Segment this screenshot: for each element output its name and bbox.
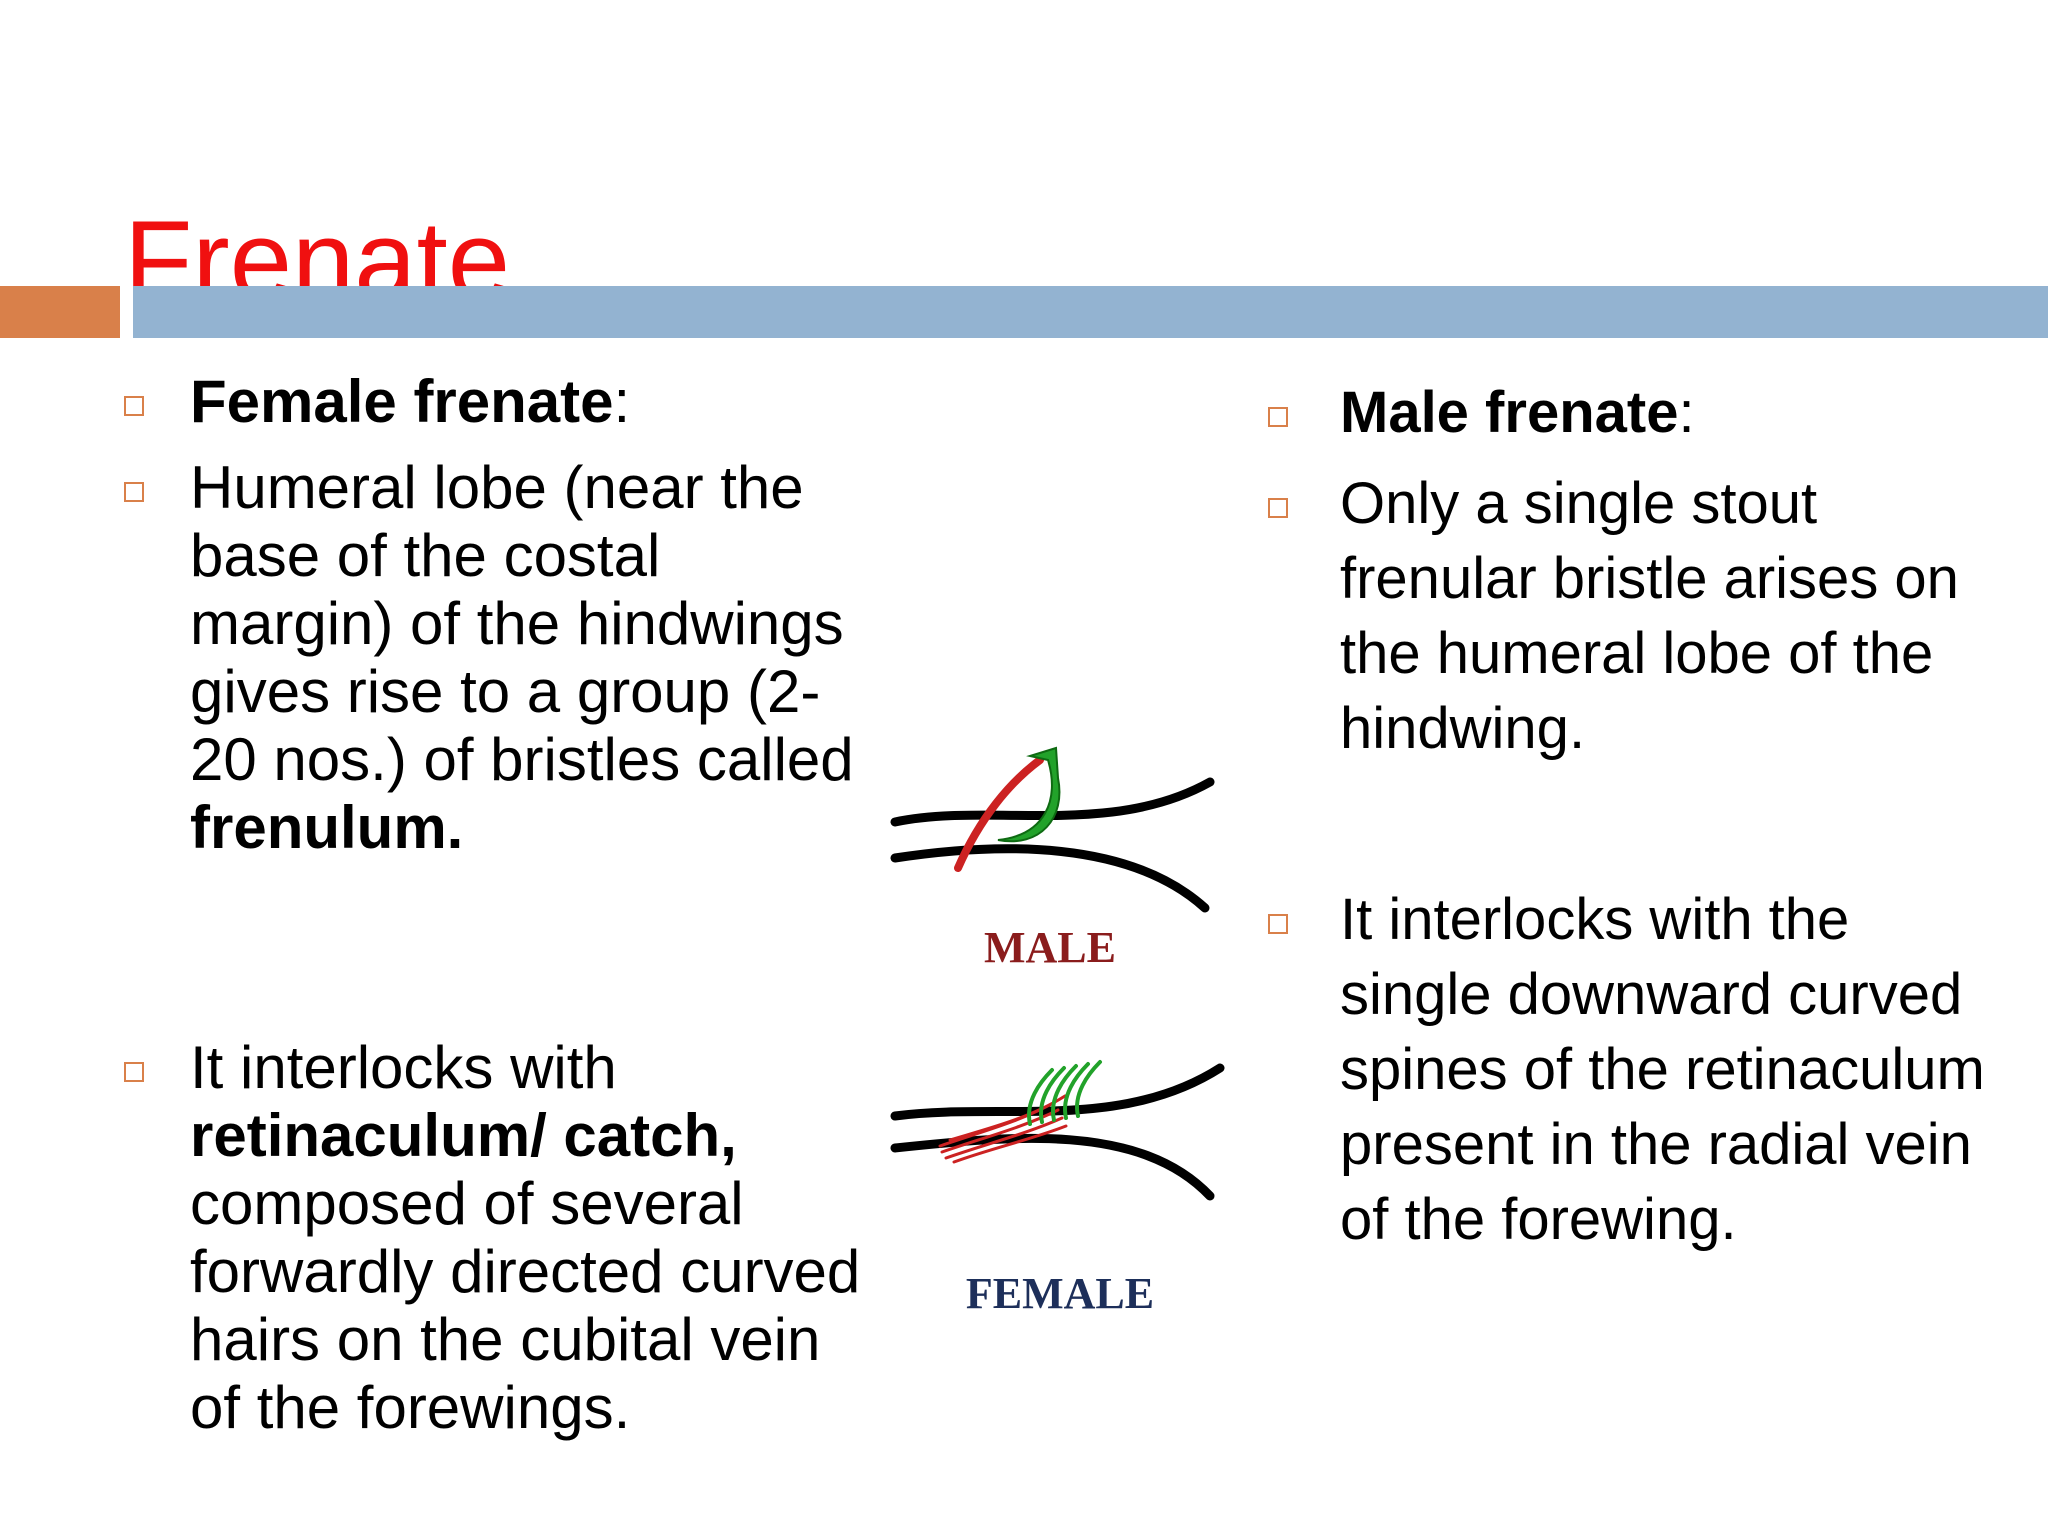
female-interlock-item: It interlocks with retinaculum/ catch, c… — [124, 1034, 864, 1442]
female-interlock-prefix: It interlocks with — [190, 1034, 617, 1101]
bullet-square-icon — [124, 396, 144, 416]
male-interlock-item: It interlocks with the single downward c… — [1268, 882, 2008, 1257]
female-description-item: Humeral lobe (near the base of the costa… — [124, 454, 864, 862]
female-frenulum-bristles — [938, 1094, 1068, 1164]
female-heading-colon: : — [613, 368, 631, 435]
male-interlock-text: It interlocks with the single downward c… — [1340, 887, 1985, 1252]
male-description-item: Only a single stout frenular bristle ari… — [1268, 466, 2008, 766]
female-description-text: Humeral lobe (near the base of the costa… — [190, 454, 864, 862]
female-hindwing-margin — [890, 1133, 1215, 1201]
bullet-square-icon — [124, 482, 144, 502]
female-retinaculum-hairs — [1027, 1060, 1102, 1126]
female-interlock-text: It interlocks with retinaculum/ catch, c… — [190, 1034, 864, 1442]
bullet-square-icon — [124, 1062, 144, 1082]
male-retinaculum-hook — [997, 746, 1061, 843]
frenulum-term: frenulum. — [190, 794, 464, 861]
title-accent-bar-orange — [0, 286, 120, 338]
female-interlock-suffix: composed of several forwardly directed c… — [190, 1170, 861, 1441]
female-forewing-margin — [890, 1063, 1225, 1121]
wing-coupling-diagram: MALE FEMALE — [880, 730, 1240, 1350]
male-description-text: Only a single stout frenular bristle ari… — [1340, 471, 1959, 761]
retinaculum-term: retinaculum/ catch, — [190, 1102, 737, 1169]
male-heading-bold: Male frenate — [1340, 380, 1679, 445]
male-label: MALE — [984, 923, 1116, 972]
male-coupling-figure: MALE — [890, 746, 1215, 972]
wing-coupling-svg: MALE FEMALE — [890, 746, 1225, 1318]
female-coupling-figure: FEMALE — [890, 1060, 1225, 1318]
male-heading-colon: : — [1678, 380, 1695, 445]
bullet-square-icon — [1268, 407, 1288, 427]
female-heading-text: Female frenate: — [190, 368, 630, 436]
male-frenular-bristle — [954, 756, 1044, 872]
female-description-prefix: Humeral lobe (near the base of the costa… — [190, 454, 854, 793]
male-hindwing-margin — [890, 844, 1210, 913]
male-heading-item: Male frenate: — [1268, 375, 2008, 450]
bullet-square-icon — [1268, 914, 1288, 934]
female-heading-item: Female frenate: — [124, 368, 864, 436]
female-label: FEMALE — [966, 1269, 1154, 1318]
male-heading-text: Male frenate: — [1340, 375, 1695, 450]
title-accent-bar-blue — [133, 286, 2048, 338]
female-heading-bold: Female frenate — [190, 368, 614, 435]
bullet-square-icon — [1268, 498, 1288, 518]
